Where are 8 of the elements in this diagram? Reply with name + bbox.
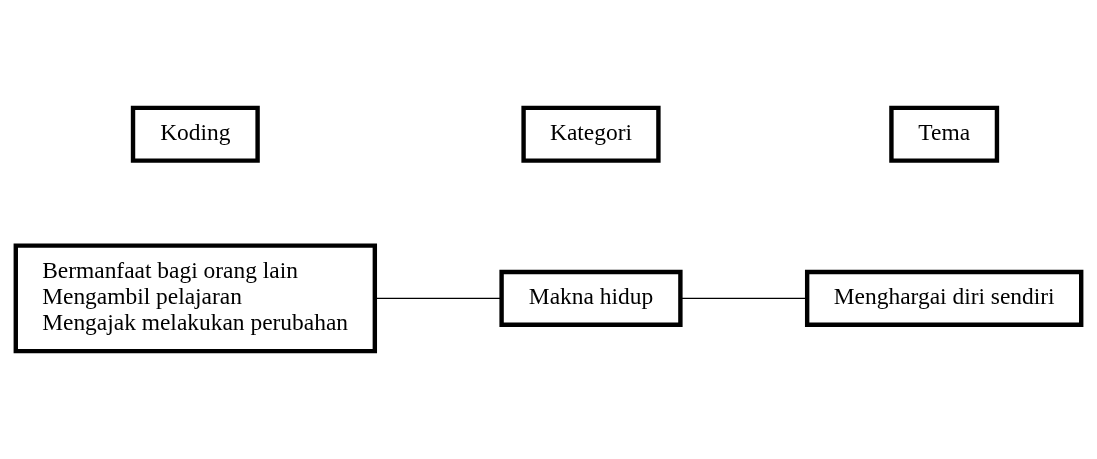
node-box: Menghargai diri sendiri [804, 269, 1084, 327]
connector [374, 297, 503, 300]
node-box: Kategori [521, 105, 661, 163]
connector [679, 297, 808, 300]
node-box: Makna hidup [499, 269, 683, 327]
node-box: Tema [889, 105, 1000, 163]
node-box: Bermanfaat bagi orang lain Mengambil pelajaran Mengajak melakukan perubahan [13, 243, 378, 354]
node-box: Koding [130, 105, 260, 163]
